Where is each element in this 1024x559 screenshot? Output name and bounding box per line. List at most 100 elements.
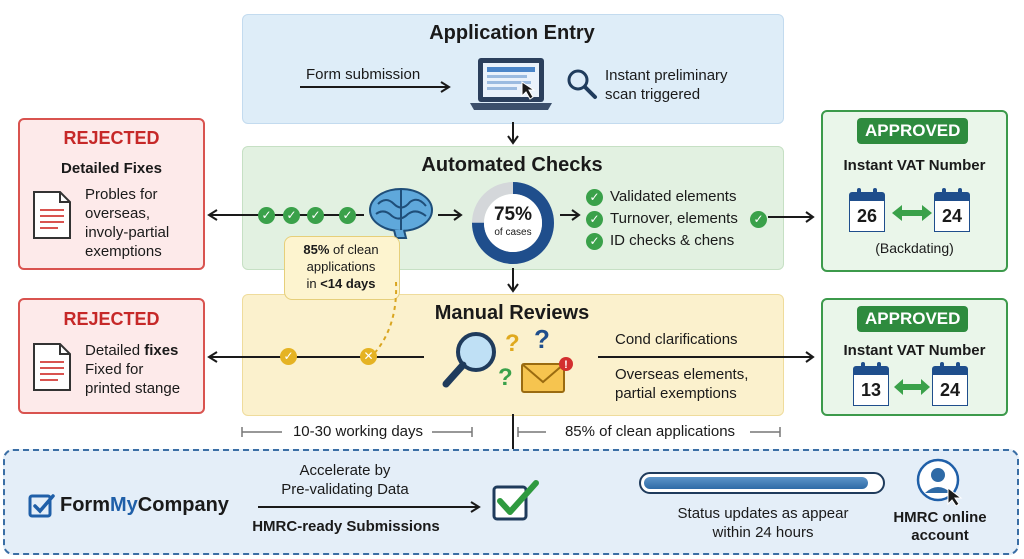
status-line1: Status updates as appear xyxy=(677,505,849,522)
automated-checks-title: Automated Checks xyxy=(421,154,603,176)
status-progress-fill xyxy=(644,477,868,489)
form-submission-arrow xyxy=(300,81,451,93)
document-icon-top xyxy=(33,191,71,239)
calendar-icon-bottom-right: 24 xyxy=(932,362,968,406)
flow-arrow-down-1 xyxy=(507,122,519,145)
brand-company: Company xyxy=(137,494,229,516)
flow-arrow-down-2 xyxy=(507,268,519,293)
form-submission-label: Form submission xyxy=(306,66,421,83)
rejected-top-line1: Probles for xyxy=(85,186,158,203)
rejected-bottom-subtitle-bold: fixes xyxy=(144,342,179,359)
envelope-alert-icon: ! xyxy=(521,357,573,393)
check-icon-id: ✓ xyxy=(586,233,603,250)
percent-donut xyxy=(472,182,554,264)
double-arrow-icon-top xyxy=(892,205,932,221)
brand-name: FormMyCompany xyxy=(60,494,229,517)
accelerate-arrow xyxy=(258,501,481,513)
document-icon-bottom xyxy=(33,343,71,391)
callout-line3: in <14 days xyxy=(284,276,398,291)
review-magnifier-icon xyxy=(442,332,496,388)
yellow-cross-icon: ✕ xyxy=(360,348,377,365)
calendar-top-right-day: 24 xyxy=(934,200,970,232)
application-entry-title: Application Entry xyxy=(429,22,595,44)
question-mark-icon-3: ? xyxy=(498,364,513,391)
calendar-bottom-left-day: 13 xyxy=(853,374,889,406)
callout-days: <14 days xyxy=(320,276,376,291)
yellow-check-icon: ✓ xyxy=(280,348,297,365)
manual-item-2-line2: partial exemptions xyxy=(615,385,737,402)
account-line2: account xyxy=(911,527,969,544)
approved-bottom-badge: APPROVED xyxy=(857,306,969,332)
callout-percent: 85% xyxy=(303,242,330,257)
manual-reviews-title: Manual Reviews xyxy=(434,302,590,324)
rejected-top-line2: overseas, xyxy=(85,205,151,222)
check-icon-validated: ✓ xyxy=(586,189,603,206)
manual-item-1: Cond clarifications xyxy=(615,331,738,348)
rejected-bottom-subtitle: Detailed fixes xyxy=(85,342,178,359)
scan-label-line2: scan triggered xyxy=(605,86,701,103)
check-label-1: Validated elements xyxy=(610,188,737,205)
svg-text:!: ! xyxy=(564,359,568,371)
timeline-left-label: 10-30 working days xyxy=(292,423,424,440)
double-arrow-icon-bottom xyxy=(894,379,930,395)
callout-line2: applications xyxy=(306,259,376,274)
magnifier-icon xyxy=(567,69,597,99)
callout-line1-rest: of clean xyxy=(329,242,379,257)
timeline-left-bracket xyxy=(241,427,473,437)
user-account-icon xyxy=(916,458,963,506)
manual-item-2-line1: Overseas elements, xyxy=(615,366,749,383)
calendar-bottom-right-day: 24 xyxy=(932,374,968,406)
check-icon-4: ✓ xyxy=(339,207,356,224)
callout-bubble xyxy=(284,236,400,300)
status-progress-bar xyxy=(639,472,885,494)
question-mark-icon-1: ? xyxy=(505,330,520,357)
check-icon-turnover: ✓ xyxy=(586,211,603,228)
percent-value: 75% xyxy=(493,204,533,225)
calendar-top-left-day: 26 xyxy=(849,200,885,232)
check-icon-3: ✓ xyxy=(307,207,324,224)
checkbox-check-icon xyxy=(492,480,539,521)
approved-top-subtitle: Instant VAT Number xyxy=(843,157,986,174)
timeline-right-label: 85% of clean applications xyxy=(564,423,736,440)
rejected-bottom-line1: Fixed for xyxy=(85,361,144,378)
rejected-top-line4: exemptions xyxy=(85,243,162,260)
accelerate-line1: Accelerate by xyxy=(299,462,391,479)
calendar-icon-top-left: 26 xyxy=(849,188,885,232)
check-icon-turnover-end: ✓ xyxy=(750,211,767,228)
callout-line1: 85% of clean xyxy=(284,242,398,257)
status-line2: within 24 hours xyxy=(712,524,814,541)
brand-my: My xyxy=(110,494,138,516)
hmrc-ready-label: HMRC-ready Submissions xyxy=(252,518,440,535)
timeline-right-bracket xyxy=(517,427,781,437)
approved-top-note: (Backdating) xyxy=(875,240,954,256)
check-icon-2: ✓ xyxy=(283,207,300,224)
check-label-3: ID checks & chens xyxy=(610,232,735,249)
rejected-top-title: REJECTED xyxy=(63,128,160,148)
calendar-icon-bottom-left: 13 xyxy=(853,362,889,406)
approved-bottom-subtitle: Instant VAT Number xyxy=(843,342,986,359)
laptop-icon xyxy=(470,58,552,110)
flow-arrow-brain-to-gauge xyxy=(438,209,463,221)
brand-logo-icon xyxy=(28,494,55,518)
rejected-bottom-subtitle-pre: Detailed xyxy=(85,342,145,359)
rejected-bottom-title: REJECTED xyxy=(63,309,160,329)
percent-caption: of cases xyxy=(494,227,532,238)
flow-arrow-to-rejected-bottom xyxy=(207,351,424,363)
check-icon-1: ✓ xyxy=(258,207,275,224)
brand-form: Form xyxy=(60,494,110,516)
account-line1: HMRC online xyxy=(893,509,987,526)
brain-icon xyxy=(369,188,433,239)
rejected-top-subtitle: Detailed Fixes xyxy=(61,160,162,177)
scan-label-line1: Instant preliminary xyxy=(605,67,728,84)
callout-line3-pre: in xyxy=(306,276,321,291)
flow-arrow-to-approved-bottom xyxy=(598,351,815,363)
question-mark-icon-2: ? xyxy=(534,324,550,354)
rejected-top-line3: involy-partial xyxy=(85,224,170,241)
flow-arrow-to-approved-top xyxy=(768,211,815,223)
rejected-bottom-line2: printed stange xyxy=(85,380,181,397)
calendar-icon-top-right: 24 xyxy=(934,188,970,232)
accelerate-line2: Pre-validating Data xyxy=(281,481,409,498)
check-label-2: Turnover, elements xyxy=(610,210,738,227)
manual-reviews-panel xyxy=(242,294,784,416)
approved-top-badge: APPROVED xyxy=(857,118,969,144)
